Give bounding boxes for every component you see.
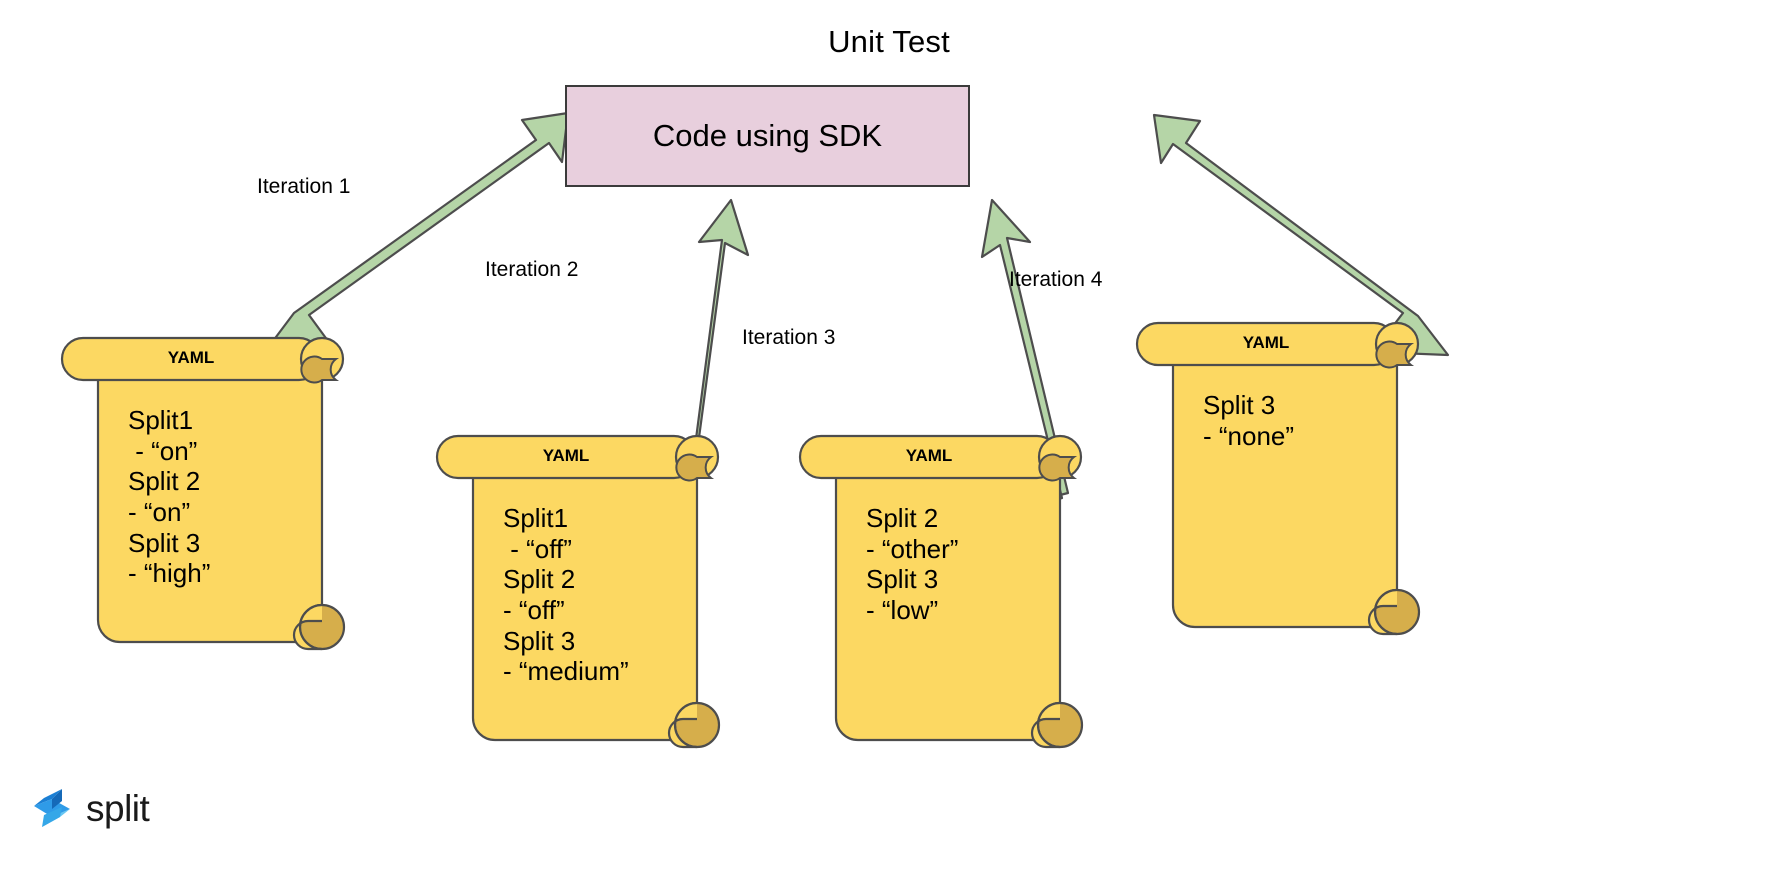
scroll-top-bar bbox=[1135, 321, 1397, 367]
arrow-iteration-1 bbox=[262, 111, 570, 358]
yaml-scroll-2: YAML Split1 - “off” Split 2 - “off” Spli… bbox=[435, 428, 735, 758]
arrow-label-iteration-2: Iteration 2 bbox=[485, 258, 579, 281]
scroll-top-bar bbox=[435, 434, 697, 480]
scroll-shape bbox=[798, 434, 1084, 749]
split-wordmark: split bbox=[86, 787, 150, 829]
scroll-body bbox=[471, 466, 699, 742]
yaml-scroll-4: YAML Split 3 - “none” bbox=[1135, 315, 1435, 645]
scroll-body bbox=[1171, 353, 1399, 629]
scroll-top-curl-fold bbox=[1375, 340, 1415, 369]
code-using-sdk-box: Code using SDK bbox=[565, 85, 970, 187]
scroll-bottom-curl-fold bbox=[1367, 588, 1398, 636]
arrow-label-iteration-4: Iteration 4 bbox=[1009, 268, 1103, 291]
code-using-sdk-label: Code using SDK bbox=[652, 118, 883, 153]
scroll-shape bbox=[60, 336, 346, 651]
scroll-body bbox=[834, 466, 1062, 742]
scroll-top-curl-fold bbox=[300, 355, 340, 384]
split-logo-mark-icon bbox=[34, 789, 70, 827]
scroll-shape bbox=[435, 434, 721, 749]
yaml-scroll-1: YAML Split1 - “on” Split 2 - “on” Split … bbox=[60, 330, 360, 660]
scroll-top-curl-fold bbox=[1038, 453, 1078, 482]
scroll-bottom-curl-fold bbox=[1030, 701, 1061, 749]
arrow-label-iteration-3: Iteration 3 bbox=[742, 326, 836, 349]
scroll-top-bar bbox=[60, 336, 322, 382]
diagram-title: Unit Test bbox=[828, 24, 950, 59]
scroll-bottom-curl-fold bbox=[292, 603, 323, 651]
yaml-scroll-3: YAML Split 2 - “other” Split 3 - “low” bbox=[798, 428, 1098, 758]
scroll-top-curl-fold bbox=[675, 453, 715, 482]
scroll-shape bbox=[1135, 321, 1421, 636]
scroll-bottom-curl-fold bbox=[667, 701, 698, 749]
scroll-top-bar bbox=[798, 434, 1060, 480]
split-logo: split bbox=[30, 785, 150, 831]
scroll-body bbox=[96, 368, 324, 644]
arrow-label-iteration-1: Iteration 1 bbox=[257, 175, 351, 198]
